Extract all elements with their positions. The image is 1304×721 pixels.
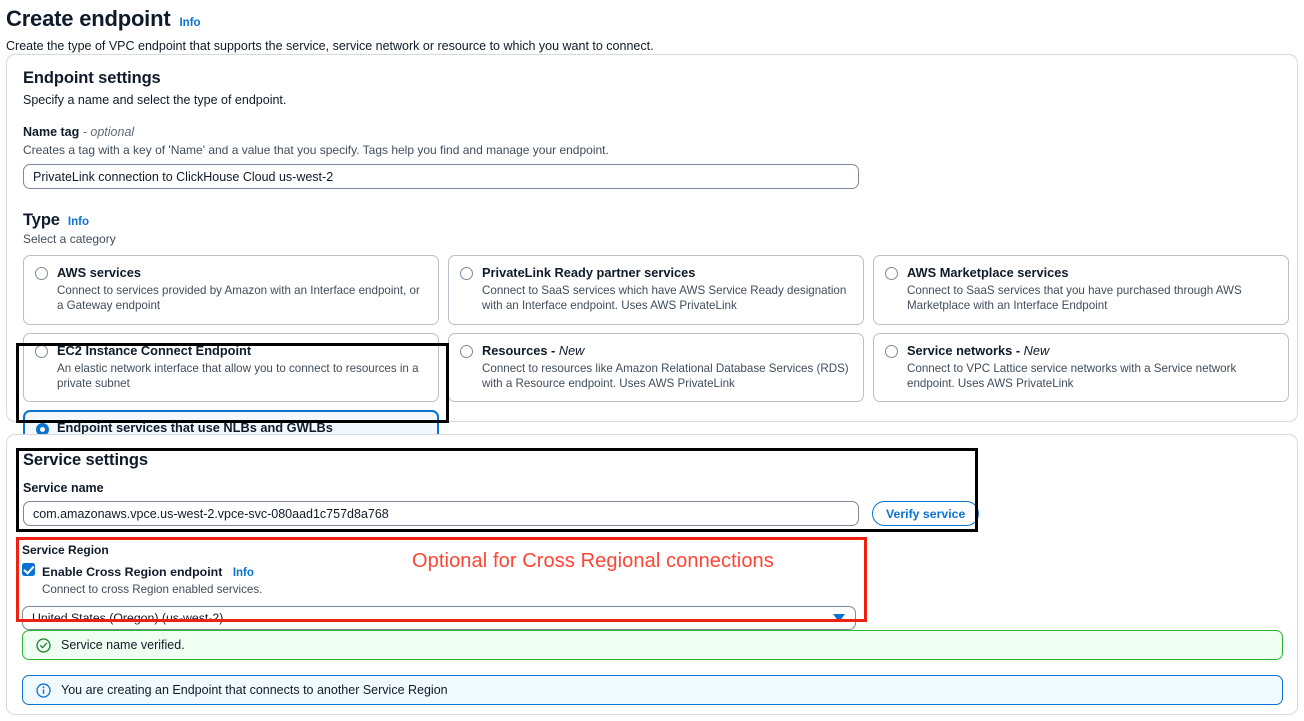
name-tag-optional: - optional: [82, 124, 135, 139]
type-option-card[interactable]: EC2 Instance Connect Endpoint An elastic …: [23, 332, 439, 403]
verify-service-button[interactable]: Verify service: [872, 501, 980, 526]
type-option-description: Connect to services provided by Amazon w…: [57, 284, 420, 313]
service-settings-panel: Service settings Service name Verify ser…: [6, 434, 1298, 715]
type-info-link[interactable]: Info: [67, 216, 89, 229]
type-option-new-badge: New: [558, 342, 585, 358]
radio-unselected-icon[interactable]: [885, 267, 898, 281]
service-settings-heading: Service settings: [23, 451, 148, 469]
service-region-selected-value: United States (Oregon) (us-west-2): [32, 611, 224, 626]
radio-unselected-icon[interactable]: [885, 344, 898, 358]
cross-region-sub: Connect to cross Region enabled services…: [42, 583, 263, 597]
type-option-title: PrivateLink Ready partner services: [482, 265, 852, 281]
alert-service-name-verified: Service name verified.: [22, 630, 1283, 660]
type-option-title-text: AWS Marketplace services: [907, 265, 1069, 281]
service-name-label: Service name: [23, 481, 104, 495]
type-option-title: Resources - New: [482, 343, 852, 359]
type-option-title-text: Resources -: [482, 342, 559, 358]
type-option-description: Connect to resources like Amazon Relatio…: [482, 361, 849, 390]
alert-info-text: You are creating an Endpoint that connec…: [61, 683, 448, 697]
name-tag-input[interactable]: [23, 164, 859, 190]
radio-selected-icon[interactable]: [36, 423, 49, 437]
type-option-description: Connect to SaaS services that you have p…: [907, 284, 1242, 313]
radio-unselected-icon[interactable]: [35, 344, 48, 358]
type-option-title: EC2 Instance Connect Endpoint: [57, 343, 427, 359]
page-title-row: Create endpoint Info: [6, 6, 1304, 32]
page-description: Create the type of VPC endpoint that sup…: [6, 39, 654, 54]
name-tag-label-text: Name tag: [23, 124, 80, 139]
radio-unselected-icon[interactable]: [35, 267, 48, 281]
type-option-title-text: AWS services: [57, 265, 141, 281]
alert-success-text: Service name verified.: [61, 638, 185, 652]
type-option-description: An elastic network interface that allow …: [57, 361, 419, 390]
page-title: Create endpoint: [6, 6, 171, 31]
page-header: Create endpoint Info Create the type of …: [0, 0, 1304, 55]
service-region-select[interactable]: United States (Oregon) (us-west-2): [22, 606, 856, 631]
cross-region-info-link[interactable]: Info: [232, 567, 254, 579]
type-heading: Type: [23, 211, 60, 230]
type-option-title-text: Endpoint services that use NLBs and GWLB…: [57, 420, 333, 436]
type-option-description: Connect to VPC Lattice service networks …: [907, 361, 1237, 390]
type-option-title-text: EC2 Instance Connect Endpoint: [57, 342, 252, 358]
endpoint-settings-description: Specify a name and select the type of en…: [23, 93, 287, 107]
cross-region-checkbox[interactable]: [22, 563, 35, 576]
cross-region-label-wrap: Enable Cross Region endpoint Info Connec…: [42, 562, 262, 597]
name-tag-hint: Creates a tag with a key of 'Name' and a…: [23, 142, 609, 157]
endpoint-settings-heading: Endpoint settings: [23, 69, 161, 87]
type-option-title-text: Service networks -: [907, 342, 1024, 358]
type-subtext: Select a category: [23, 232, 116, 247]
type-option-description: Connect to SaaS services which have AWS …: [482, 284, 847, 313]
radio-unselected-icon[interactable]: [460, 267, 473, 281]
type-option-title-text: PrivateLink Ready partner services: [482, 265, 696, 281]
service-name-row: Verify service: [23, 501, 1281, 526]
name-tag-label: Name tag - optional: [23, 125, 1281, 139]
radio-unselected-icon[interactable]: [460, 344, 473, 358]
service-settings-body: Service settings Service name Verify ser…: [7, 435, 1297, 526]
page-info-link[interactable]: Info: [179, 17, 201, 29]
service-name-input[interactable]: [23, 501, 859, 526]
type-option-title: AWS services: [57, 265, 427, 281]
service-region-label: Service Region: [22, 543, 109, 557]
type-heading-row: Type Info: [23, 211, 1281, 230]
endpoint-settings-body: Endpoint settings Specify a name and sel…: [7, 55, 1297, 509]
chevron-down-icon: [833, 614, 845, 623]
cross-region-label: Enable Cross Region endpoint: [42, 565, 223, 579]
type-option-new-badge: New: [1023, 342, 1050, 358]
cross-region-checkbox-row[interactable]: Enable Cross Region endpoint Info Connec…: [22, 562, 862, 597]
service-region-block: Service Region Enable Cross Region endpo…: [22, 543, 862, 631]
type-option-title: Service networks - New: [907, 343, 1277, 359]
endpoint-settings-panel: Endpoint settings Specify a name and sel…: [6, 54, 1298, 496]
type-option-title: AWS Marketplace services: [907, 265, 1277, 281]
info-circle-icon: [36, 682, 51, 698]
type-option-title: Endpoint services that use NLBs and GWLB…: [57, 420, 427, 436]
alert-cross-region-info: You are creating an Endpoint that connec…: [22, 675, 1283, 705]
check-circle-icon: [36, 637, 51, 653]
